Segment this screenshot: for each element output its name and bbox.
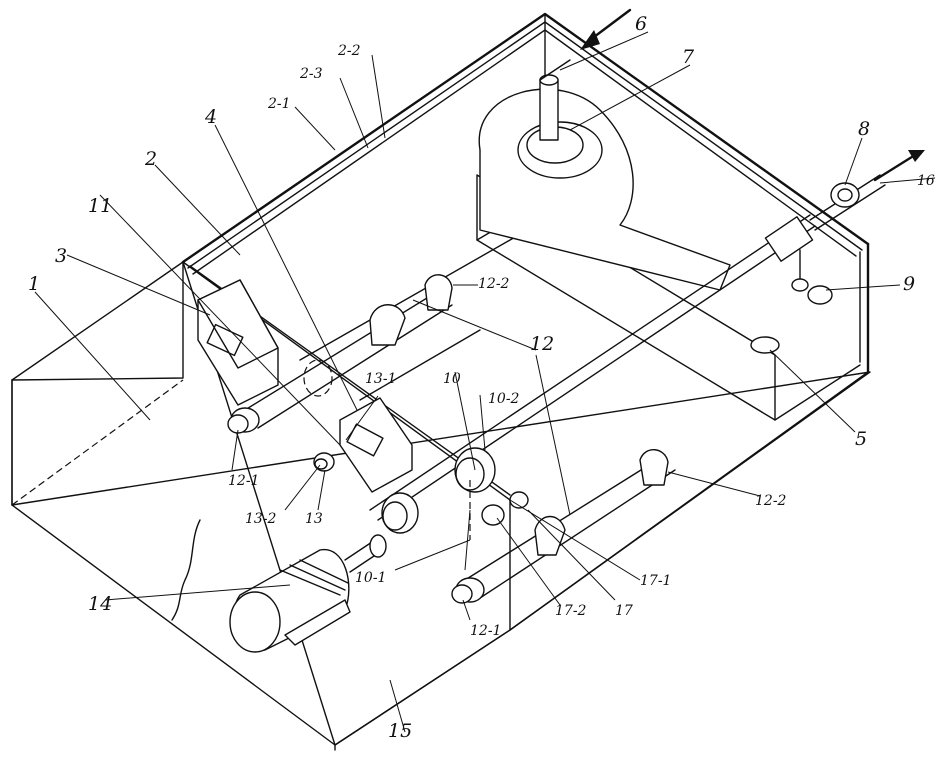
label-7: 7 bbox=[682, 46, 695, 68]
labels: 1 2 2-1 2-2 2-3 3 4 5 6 7 8 9 10 10-1 10… bbox=[28, 13, 935, 742]
leader-lines bbox=[34, 31, 936, 733]
bearing-10 bbox=[454, 447, 496, 540]
control-box-13-1 bbox=[339, 397, 413, 493]
label-10: 10 bbox=[443, 371, 461, 387]
label-17-2: 17-2 bbox=[555, 603, 587, 619]
control-box-3 bbox=[197, 279, 279, 406]
roller-upper bbox=[227, 274, 453, 434]
label-13-1: 13-1 bbox=[365, 371, 396, 387]
label-12-2-lower: 12-2 bbox=[755, 493, 787, 509]
label-1: 1 bbox=[28, 273, 40, 295]
main-shaft bbox=[369, 150, 925, 521]
vent-hole bbox=[750, 336, 780, 354]
label-2-1: 2-1 bbox=[267, 96, 291, 112]
label-2: 2 bbox=[144, 148, 157, 170]
flange-coupling bbox=[381, 492, 419, 534]
label-13-2: 13-2 bbox=[245, 511, 277, 527]
label-15: 15 bbox=[388, 720, 412, 742]
label-3: 3 bbox=[55, 245, 67, 267]
label-9: 9 bbox=[903, 273, 915, 295]
label-2-3: 2-3 bbox=[299, 66, 323, 82]
label-2-2: 2-2 bbox=[337, 43, 361, 59]
roller-lower bbox=[451, 449, 676, 604]
label-6: 6 bbox=[635, 13, 647, 35]
label-12: 12 bbox=[530, 333, 554, 355]
label-11: 11 bbox=[88, 195, 112, 217]
label-14: 14 bbox=[88, 593, 112, 615]
label-10-1: 10-1 bbox=[355, 570, 386, 586]
label-12-2-upper: 12-2 bbox=[478, 276, 510, 292]
label-16: 16 bbox=[917, 173, 935, 189]
label-13: 13 bbox=[305, 511, 323, 527]
motor bbox=[229, 534, 387, 653]
label-17-1: 17-1 bbox=[640, 573, 671, 589]
power-cord bbox=[171, 519, 201, 621]
label-12-1-lower: 12-1 bbox=[470, 623, 501, 639]
fan-blower bbox=[478, 8, 731, 291]
label-17: 17 bbox=[615, 603, 633, 619]
housing bbox=[11, 12, 871, 751]
label-8: 8 bbox=[858, 118, 870, 140]
label-4: 4 bbox=[204, 106, 217, 128]
label-5: 5 bbox=[855, 428, 867, 450]
label-10-2: 10-2 bbox=[488, 391, 520, 407]
label-12-1-upper: 12-1 bbox=[228, 473, 259, 489]
